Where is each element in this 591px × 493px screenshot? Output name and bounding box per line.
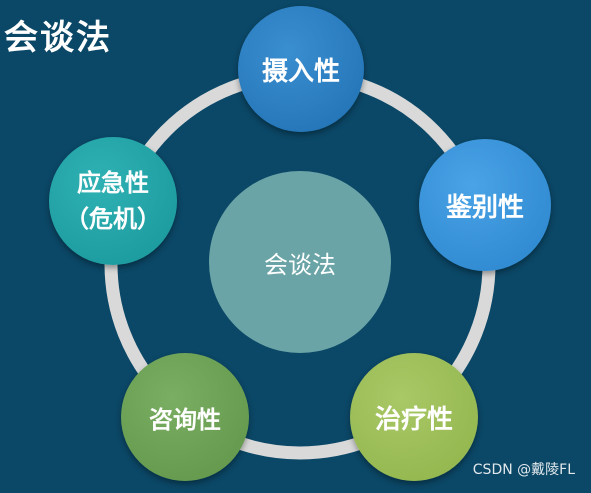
node-intake-label: 摄入性 — [261, 56, 340, 87]
node-emergency-label-line1: 应急性 — [77, 169, 149, 197]
node-emergency-label-line2: （危机） — [65, 205, 161, 233]
node-intake: 摄入性 — [238, 6, 364, 132]
node-therapeutic: 治疗性 — [350, 353, 478, 481]
node-emergency: 应急性 （危机） — [49, 137, 177, 265]
page-title: 会谈法 — [4, 18, 112, 58]
center-label: 会谈法 — [264, 250, 336, 279]
node-counseling: 咨询性 — [121, 353, 249, 481]
node-therapeutic-label: 治疗性 — [374, 404, 453, 435]
node-diagnostic: 鉴别性 — [419, 139, 551, 271]
center-node: 会谈法 — [209, 171, 391, 353]
watermark: CSDN @戴陵FL — [472, 462, 575, 478]
node-counseling-label: 咨询性 — [149, 405, 221, 434]
node-diagnostic-label: 鉴别性 — [445, 192, 524, 223]
